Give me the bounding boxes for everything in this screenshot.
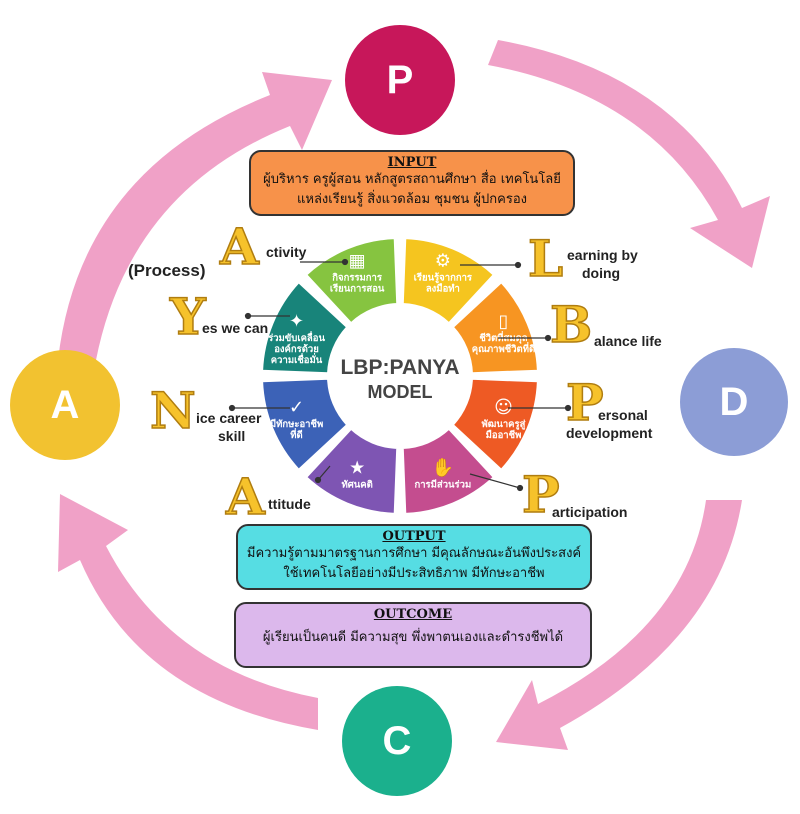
letter-l-learning: L (527, 229, 564, 288)
input-line-2: แหล่งเรียนรู้ สิ่งแวดล้อม ชุมชน ผู้ปกครอ… (297, 192, 527, 207)
pdca-p-label: P (386, 57, 414, 102)
ring-segment-label: ชีวิตที่สมดุล (479, 330, 527, 344)
arrow-a-to-p (58, 72, 332, 360)
ring-segment-label: ร่วมขับเคลื่อน (268, 330, 325, 344)
letter-b-balance: B (549, 295, 593, 354)
output-line-1: มีความรู้ตามมาตรฐานการศึกษา มีคุณลักษณะอ… (246, 546, 582, 561)
letter-n-nice: N (149, 381, 196, 440)
ring-segment-3: ▯ชีวิตที่สมดุลคุณภาพชีวิตที่ดี (451, 280, 539, 375)
letter-a-attitude: A (225, 467, 265, 526)
word-skill: skill (218, 428, 246, 444)
ring-segment-7: ✓มีทักษะอาชีพที่ดี (261, 377, 349, 472)
phone-balance-icon: ▯ (499, 311, 509, 332)
gears-hand-icon: ⚙ (435, 251, 451, 272)
ring-segment-label: ทัศนคติ (341, 479, 372, 490)
input-box: INPUT ผู้บริหาร ครูผู้สอน หลักสูตรสถานศึ… (249, 150, 575, 216)
letter-p-participation: P (521, 465, 560, 524)
pdca-d-label: D (719, 379, 749, 424)
outcome-box: OUTCOME ผู้เรียนเป็นคนดี มีความสุข พึ่งพ… (234, 602, 592, 668)
input-line-1: ผู้บริหาร ครูผู้สอน หลักสูตรสถานศึกษา สื… (263, 172, 561, 187)
shield-check-icon: ✓ (289, 397, 304, 418)
word-attitude: ttitude (268, 496, 311, 512)
output-heading: OUTPUT (382, 529, 446, 544)
word-nice-career: ice career (196, 410, 262, 426)
process-ring: ▦กิจกรรมการเรียนการสอน⚙เรียนรู้จากการลงม… (261, 237, 539, 515)
ring-segment-label: พัฒนาครูสู่ (482, 419, 526, 431)
word-activity: ctivity (266, 244, 307, 260)
ring-segment-shape (261, 280, 349, 375)
process-label: (Process) (128, 261, 206, 280)
pdca-a-circle: A (10, 350, 120, 460)
ring-segment-shape (451, 377, 539, 472)
ring-segment-label: กิจกรรมการ (332, 273, 383, 284)
pdca-d-circle: D (680, 348, 788, 456)
center-title: LBP:PANYA (340, 356, 460, 379)
input-heading: INPUT (387, 155, 437, 170)
ring-segment-label: คุณภาพชีวิตที่ดี (472, 341, 535, 355)
ring-segment-shape (304, 427, 399, 515)
pdca-a-label: A (50, 382, 80, 427)
word-personal: ersonal (598, 407, 648, 423)
arrow-p-to-d (488, 40, 770, 268)
arrow-c-to-a (58, 494, 318, 730)
pdca-c-circle: C (342, 686, 452, 796)
classroom-icon: ▦ (349, 251, 366, 272)
ring-segment-label: เรียนการสอน (330, 283, 385, 295)
lightbulb-icon: ✦ (289, 311, 304, 332)
ring-segment-label: มีทักษะอาชีพ (270, 418, 323, 430)
ring-segment-label: ความเชื่อมั่น (271, 352, 323, 366)
ring-segment-4: ☺พัฒนาครูสู่มืออาชีพ (451, 377, 539, 472)
word-balance-life: alance life (594, 333, 662, 349)
ring-segment-label: การมีส่วนร่วม (414, 478, 471, 490)
center-title-block: LBP:PANYA MODEL (330, 356, 470, 403)
ring-segment-shape (451, 280, 539, 375)
ring-segment-5: ✋การมีส่วนร่วม (401, 427, 496, 515)
word-learning-by: earning by (567, 247, 638, 263)
thumbs-up-icon: ★ (349, 457, 365, 478)
hands-icon: ✋ (432, 456, 454, 478)
ring-segment-shape (304, 237, 399, 325)
ring-segment-label: มืออาชีพ (486, 429, 522, 441)
outcome-heading: OUTCOME (373, 607, 453, 622)
letter-a-activity: A (219, 217, 259, 276)
word-doing: doing (582, 265, 621, 281)
word-participation: articipation (552, 504, 628, 520)
ring-segment-6: ★ทัศนคติ (304, 427, 399, 515)
ring-segment-label: องค์กรด้วย (274, 343, 319, 355)
ring-segment-label: ที่ดี (290, 427, 302, 441)
connector-lines (228, 258, 572, 492)
letter-y-yes: Y (169, 287, 206, 346)
output-line-2: ใช้เทคโนโลยีอย่างมีประสิทธิภาพ มีทักษะอา… (283, 566, 545, 581)
arrow-d-to-c (496, 500, 742, 750)
center-subtitle: MODEL (367, 382, 433, 402)
pdca-p-circle: P (345, 25, 455, 135)
letter-p-personal: P (565, 373, 604, 432)
outcome-line-1: ผู้เรียนเป็นคนดี มีความสุข พึ่งพาตนเองแล… (262, 630, 564, 645)
team-icon: ☺ (494, 397, 513, 418)
ring-segment-shape (401, 427, 496, 515)
output-box: OUTPUT มีความรู้ตามมาตรฐานการศึกษา มีคุณ… (236, 524, 592, 590)
ring-segment-label: เรียนรู้จากการ (414, 272, 473, 285)
word-yes-we-can: es we can (202, 320, 269, 336)
ring-segment-shape (261, 377, 349, 472)
pdca-c-label: C (382, 718, 412, 763)
word-development: development (566, 425, 653, 441)
ring-segment-label: ลงมือทำ (426, 283, 460, 295)
cycle-arrows (58, 40, 770, 750)
ring-segment-shape (401, 237, 496, 325)
